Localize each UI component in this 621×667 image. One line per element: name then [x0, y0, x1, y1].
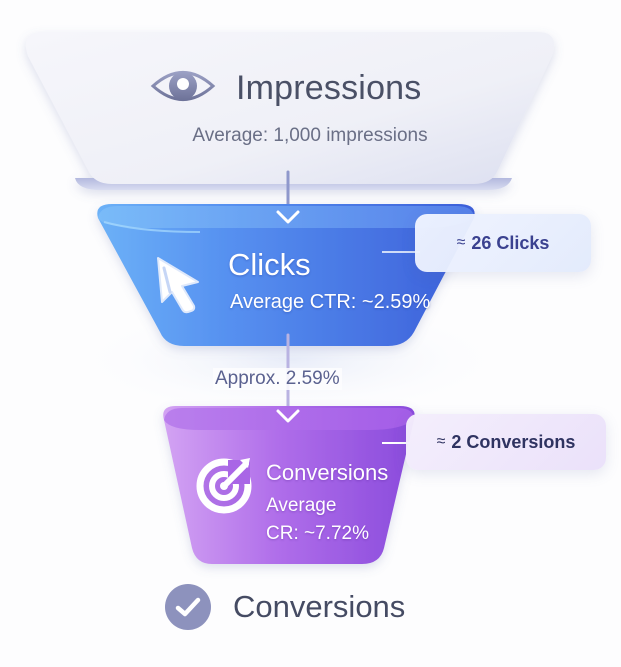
chevron-down-icon — [276, 210, 300, 224]
conversions-badge-text: 2 Conversions — [451, 431, 576, 452]
conversions-badge: ≈ 2 Conversions — [406, 414, 606, 470]
impressions-header: Impressions — [150, 60, 470, 116]
approx-icon: ≈ — [436, 433, 446, 450]
conversions-shape — [163, 406, 415, 564]
conversions-subtitle-line2: CR: ~7.72% — [266, 523, 369, 544]
clicks-badge-text: 26 Clicks — [471, 232, 550, 253]
eye-icon — [150, 65, 216, 112]
conversions-subtitle-line1: Average — [266, 495, 337, 516]
impressions-title: Impressions — [236, 68, 422, 107]
approx-icon: ≈ — [456, 234, 466, 251]
footer-label: Conversions — [233, 589, 406, 624]
connector-rate-label: Approx. 2.59% — [213, 368, 342, 390]
target-icon — [194, 452, 258, 516]
impressions-subtitle: Average: 1,000 impressions — [192, 125, 428, 146]
footer-legend: Conversions — [165, 582, 405, 632]
cursor-arrow-icon — [150, 252, 206, 316]
clicks-badge: ≈ 26 Clicks — [415, 214, 591, 272]
check-circle-icon — [165, 584, 211, 630]
clicks-subtitle: Average CTR: ~2.59% — [230, 291, 431, 313]
conversions-title: Conversions — [266, 460, 389, 485]
chevron-down-icon — [276, 409, 300, 423]
clicks-title: Clicks — [228, 247, 311, 282]
impressions-shape — [25, 32, 555, 190]
